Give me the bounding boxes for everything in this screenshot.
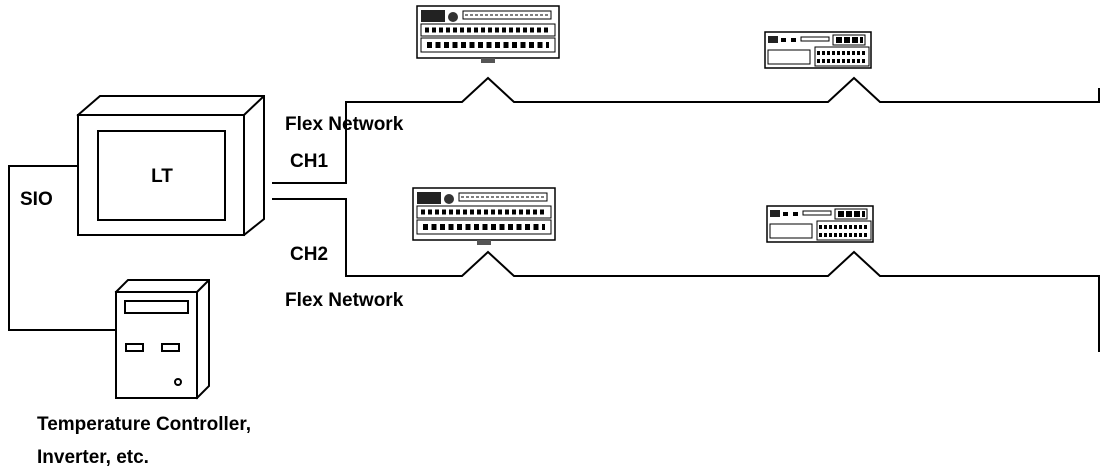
controller-indicator-dot [174,378,182,386]
temperature-controller-caption-line2: Inverter, etc. [37,447,149,468]
controller-display-window [124,300,189,314]
controller-button-right [161,343,180,352]
io-terminal-unit-ch2 [412,187,556,245]
analog-unit-ch2 [766,205,874,243]
ch1-channel-label: CH1 [290,151,328,172]
ch2-channel-label: CH2 [290,244,328,265]
ch1-network-line [272,76,1100,184]
lt-display-unit: LT [76,95,265,237]
temperature-controller-caption-line1: Temperature Controller, [37,414,251,435]
temperature-controller-device [114,279,210,400]
ch2-network-label: Flex Network [285,290,404,311]
ch2-network-line [272,198,1100,277]
lt-unit-screen [97,130,226,221]
io-terminal-unit-ch1 [416,5,560,63]
sio-cable [8,165,116,331]
ch1-network-label: Flex Network [285,114,404,135]
controller-button-left [125,343,144,352]
analog-unit-ch1 [764,31,872,69]
sio-label: SIO [20,189,53,210]
lt-label: LT [151,166,173,187]
